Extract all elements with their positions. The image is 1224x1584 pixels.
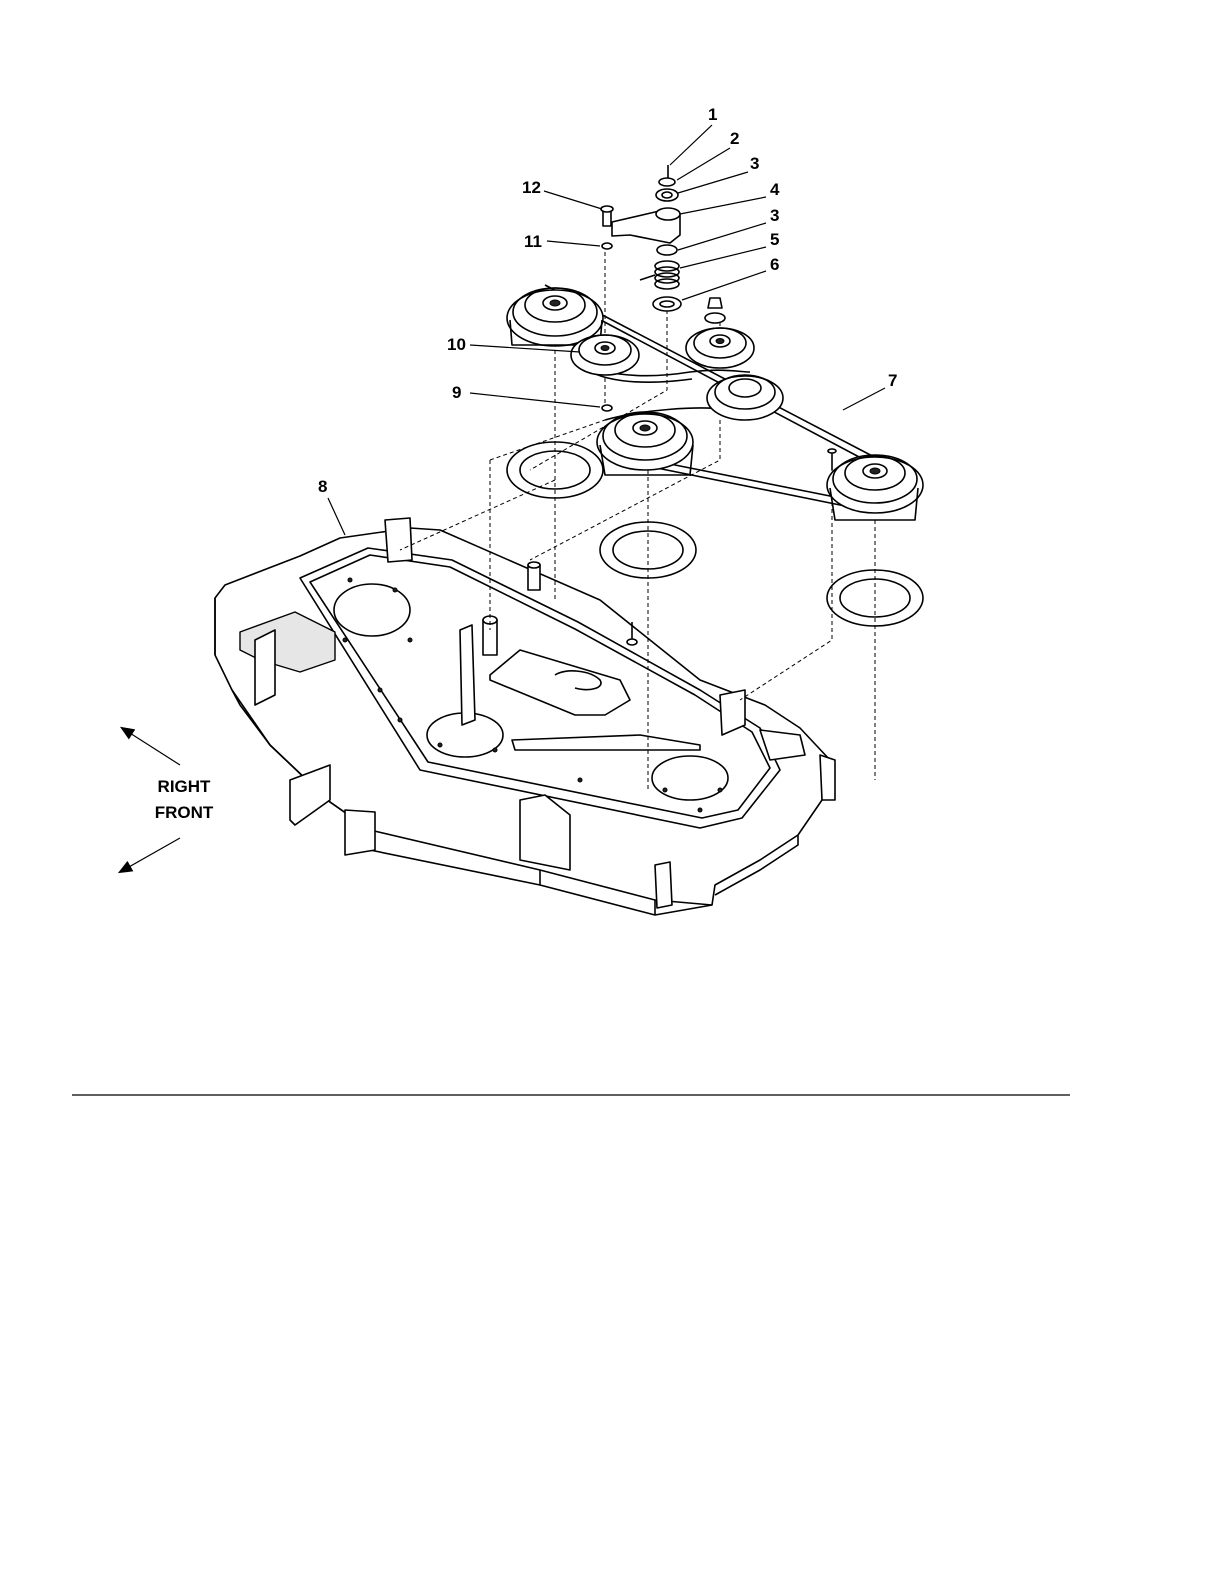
callout-5: 5 (770, 230, 779, 249)
idler-pulley-10 (571, 335, 639, 375)
direction-indicator: RIGHT FRONT (120, 728, 214, 872)
callout-2: 2 (730, 129, 739, 148)
callout-8: 8 (318, 477, 327, 496)
callout-7: 7 (888, 371, 897, 390)
callout-1: 1 (708, 105, 717, 124)
callout-9: 9 (452, 383, 461, 402)
pulley-right-spindle (827, 455, 923, 520)
arrow-right-icon (122, 728, 180, 765)
arrow-front-icon (120, 838, 180, 872)
torsion-spring (640, 261, 679, 289)
callout-6: 6 (770, 255, 779, 274)
mower-deck (215, 518, 835, 915)
callout-11: 11 (524, 232, 542, 251)
direction-front-label: FRONT (155, 803, 214, 822)
callout-3-upper: 3 (750, 154, 759, 173)
callout-4: 4 (770, 180, 780, 199)
callout-leaders (328, 125, 885, 535)
callout-12: 12 (522, 178, 541, 197)
callout-3-lower: 3 (770, 206, 779, 225)
idler-pulley-center (707, 375, 783, 420)
direction-right-label: RIGHT (158, 777, 212, 796)
callout-10: 10 (447, 335, 466, 354)
idler-pulley-right (686, 328, 754, 368)
